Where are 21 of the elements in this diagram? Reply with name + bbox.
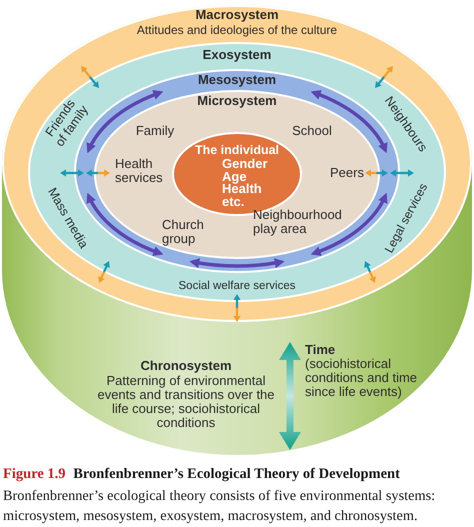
base-description: Patterning of environmental events and transitions over the life course; sociohistorical conditions: [96, 374, 276, 430]
figure-title: Figure 1.9 Bronfenbrenner’s Ecological Theory of Development: [3, 465, 401, 483]
band-title: Mesosystem: [198, 73, 276, 87]
band-label: Social welfare services: [178, 279, 296, 293]
time-title: Time: [305, 343, 336, 357]
center-list: Gender Age Health etc.: [222, 158, 268, 208]
center-title: The individual: [194, 143, 280, 157]
item-label: Health services: [115, 157, 164, 185]
item-label: School: [292, 124, 332, 138]
base-title: Chronosystem: [140, 359, 232, 373]
item-label: Church group: [162, 218, 205, 246]
band-title: Macrosystem: [195, 8, 279, 22]
item-label: Neighbourhood play area: [253, 208, 343, 236]
inner-ellipse: [94, 90, 380, 259]
item-label: Family: [136, 124, 174, 138]
band-description: Attitudes and ideologies of the culture: [136, 23, 338, 37]
band-title: Exosystem: [202, 48, 272, 62]
figure-caption: Bronfenbrenner’s ecological theory consists of five environmental systems: microsystem, mesosystem, exosystem, macrosystem, and chronosystem.: [3, 487, 436, 526]
item-label: Peers: [330, 166, 364, 180]
time-description: (sociohistorical conditions and time since life events): [305, 357, 418, 399]
band-title: Microsystem: [197, 94, 277, 108]
